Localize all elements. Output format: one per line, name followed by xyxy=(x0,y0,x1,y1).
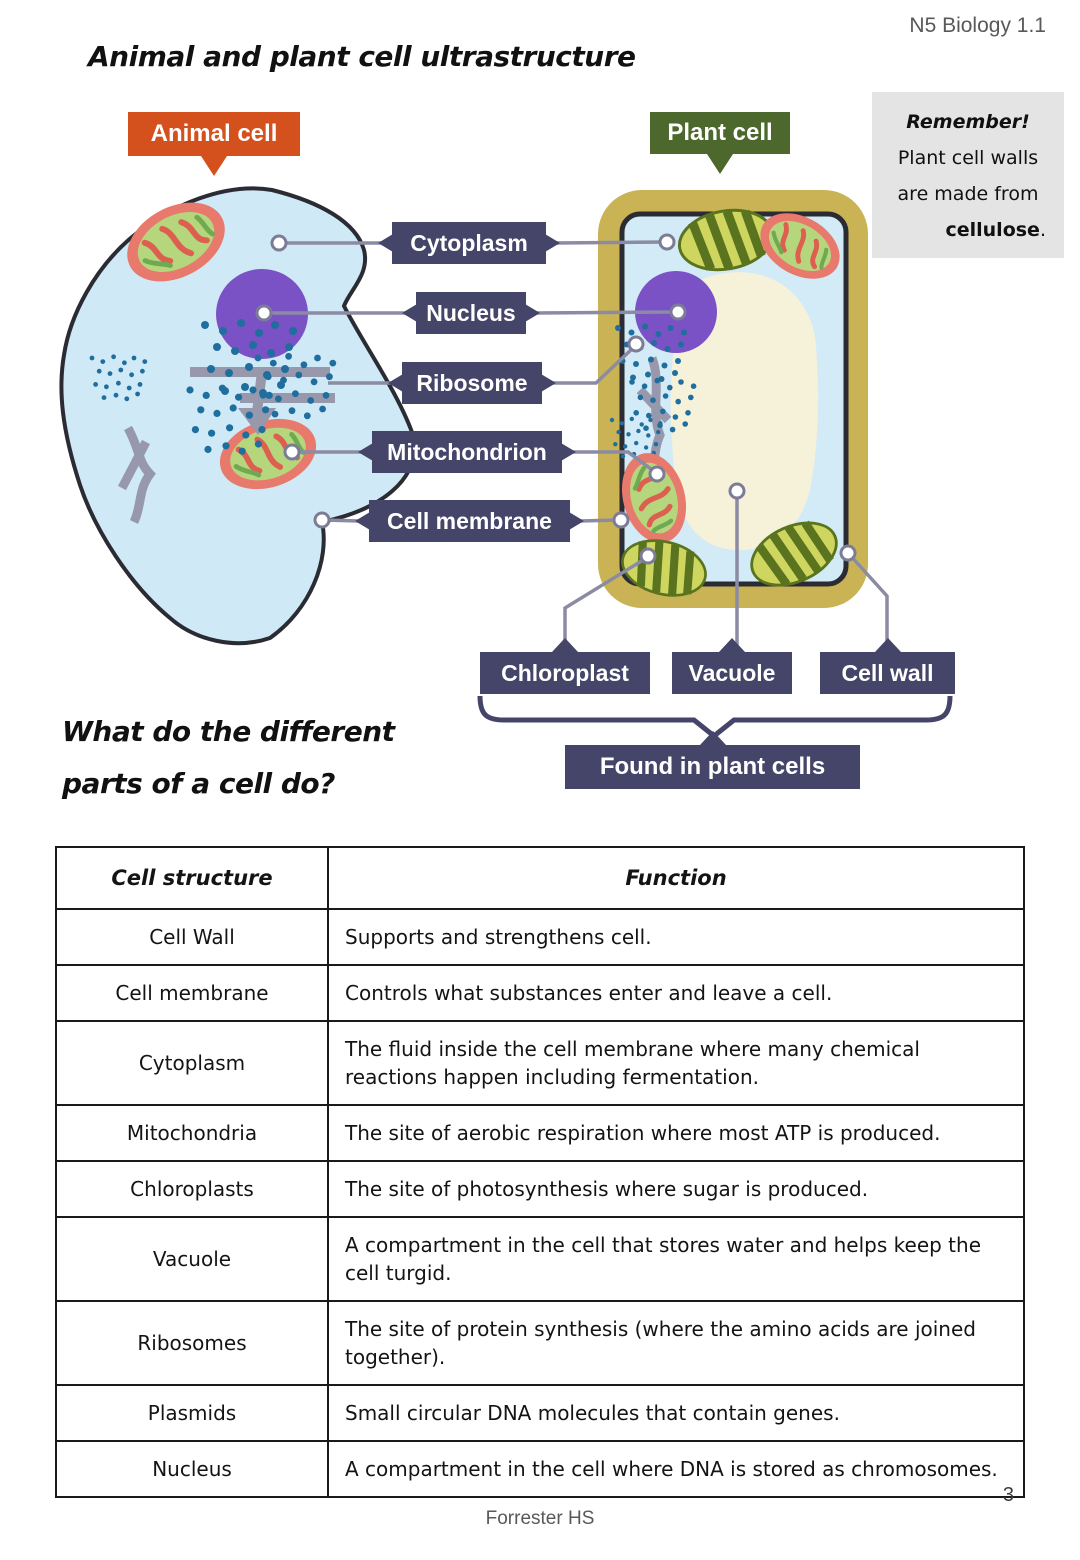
remember-line: Plant cell walls xyxy=(897,147,1039,169)
table-header-row: Cell structure Function xyxy=(55,846,1025,910)
table-row: Cell Wall Supports and strengthens cell. xyxy=(55,908,1025,966)
table-row: Plasmids Small circular DNA molecules th… xyxy=(55,1384,1025,1442)
footer-school: Forrester HS xyxy=(485,1508,595,1529)
table-row: Cell membrane Controls what substances e… xyxy=(55,964,1025,1022)
remember-line: are made from xyxy=(897,183,1039,205)
course-code: N5 Biology 1.1 xyxy=(909,14,1046,37)
structure-cell: Cell membrane xyxy=(55,964,329,1022)
function-cell: The fluid inside the cell membrane where… xyxy=(327,1020,1025,1106)
er-shape xyxy=(118,425,156,524)
remember-box: Remember! Plant cell walls are made from… xyxy=(872,92,1064,258)
function-cell: The site of protein synthesis (where the… xyxy=(327,1300,1025,1386)
function-cell: Supports and strengthens cell. xyxy=(327,908,1025,966)
question-line: What do the different xyxy=(62,715,395,748)
plant-cell-label: Plant cell xyxy=(650,112,790,174)
remember-suffix: . xyxy=(1039,219,1046,241)
question-text: What do the different parts of a cell do… xyxy=(62,706,395,810)
function-cell: Small circular DNA molecules that contai… xyxy=(327,1384,1025,1442)
label-cytoplasm: Cytoplasm xyxy=(378,222,560,264)
remember-line: cellulose. xyxy=(880,212,1056,248)
structure-cell: Mitochondria xyxy=(55,1104,329,1162)
page-title: Animal and plant cell ultrastructure xyxy=(88,40,636,73)
remember-heading: Remember! xyxy=(906,111,1030,133)
connector-lines xyxy=(264,240,889,654)
label-nucleus: Nucleus xyxy=(402,292,540,334)
animal-cell-label: Animal cell xyxy=(128,112,300,176)
function-cell: The site of photosynthesis where sugar i… xyxy=(327,1160,1025,1218)
function-cell: Controls what substances enter and leave… xyxy=(327,964,1025,1022)
label-cell-wall: Cell wall xyxy=(820,638,955,694)
table-row: Vacuole A compartment in the cell that s… xyxy=(55,1216,1025,1302)
table-row: Chloroplasts The site of photosynthesis … xyxy=(55,1160,1025,1218)
structure-cell: Ribosomes xyxy=(55,1300,329,1386)
function-cell: The site of aerobic respiration where mo… xyxy=(327,1104,1025,1162)
table-row: Cytoplasm The fluid inside the cell memb… xyxy=(55,1020,1025,1106)
cell-diagram-art xyxy=(59,90,953,740)
structure-cell: Cell Wall xyxy=(55,908,329,966)
found-in-plant-cells-label: Found in plant cells xyxy=(565,731,860,789)
remember-emphasis: cellulose xyxy=(945,219,1040,241)
question-line: parts of a cell do? xyxy=(62,767,335,800)
function-cell: A compartment in the cell that stores wa… xyxy=(327,1216,1025,1302)
structure-cell: Cytoplasm xyxy=(55,1020,329,1106)
label-mitochondrion: Mitochondrion xyxy=(358,431,576,473)
table-row: Ribosomes The site of protein synthesis … xyxy=(55,1300,1025,1386)
plant-only-bracket xyxy=(477,695,953,740)
function-table: Cell structure Function Cell Wall Suppor… xyxy=(55,846,1025,1498)
table-row: Nucleus A compartment in the cell where … xyxy=(55,1440,1025,1498)
label-ribosome: Ribosome xyxy=(388,362,556,404)
structure-cell: Chloroplasts xyxy=(55,1160,329,1218)
label-chloroplast: Chloroplast xyxy=(480,638,650,694)
connector-dots xyxy=(255,233,857,565)
animal-cell-shape xyxy=(59,186,417,646)
col-header-function: Function xyxy=(327,846,1025,910)
function-cell: A compartment in the cell where DNA is s… xyxy=(327,1440,1025,1498)
col-header-structure: Cell structure xyxy=(55,846,329,910)
structure-cell: Nucleus xyxy=(55,1440,329,1498)
cell-diagram: Animal cell Plant cell Remember! Plant c… xyxy=(0,90,1080,800)
label-vacuole: Vacuole xyxy=(672,638,792,694)
structure-cell: Plasmids xyxy=(55,1384,329,1442)
label-cell-membrane: Cell membrane xyxy=(355,500,584,542)
vacuole-shape xyxy=(670,272,818,551)
page-number: 3 xyxy=(1002,1484,1014,1506)
table-row: Mitochondria The site of aerobic respira… xyxy=(55,1104,1025,1162)
structure-cell: Vacuole xyxy=(55,1216,329,1302)
